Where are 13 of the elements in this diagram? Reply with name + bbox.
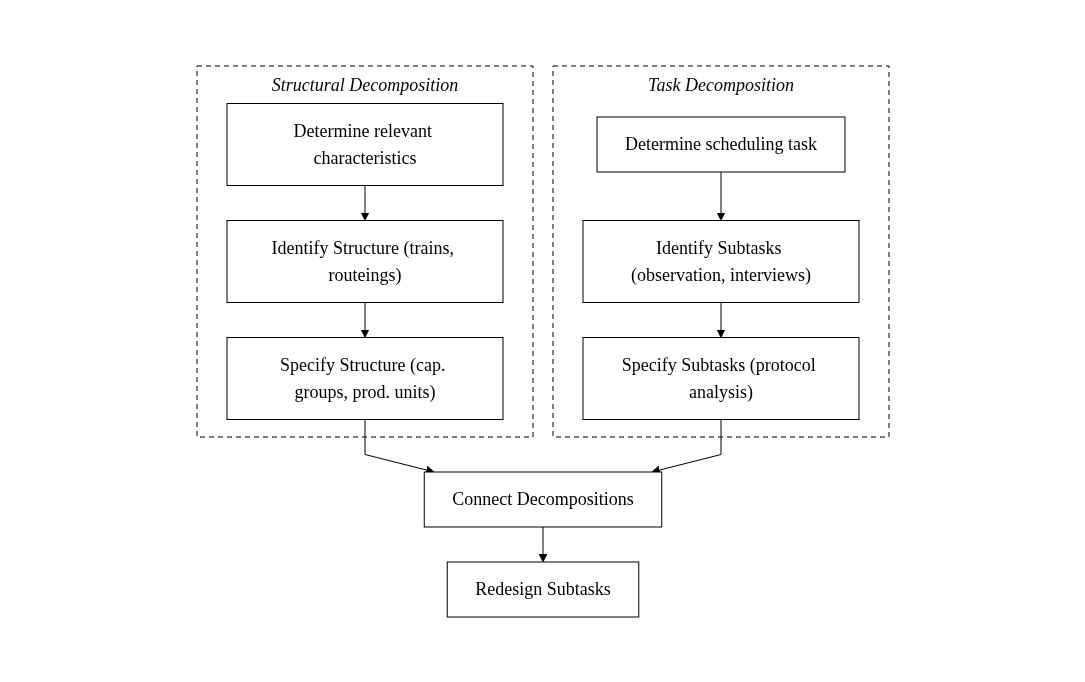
arrow bbox=[538, 526, 547, 562]
node-box: Connect Decompositions bbox=[423, 471, 662, 527]
node-box: Specify Subtasks (protocol analysis) bbox=[582, 336, 859, 420]
node-box: Specify Structure (cap. groups, prod. units) bbox=[226, 336, 503, 420]
node-box: Determine scheduling task bbox=[596, 116, 845, 172]
arrow bbox=[360, 301, 369, 338]
node-box: Determine relevant characteristics bbox=[226, 102, 503, 186]
node-box: Identify Structure (trains, routeings) bbox=[226, 219, 503, 303]
arrow bbox=[716, 301, 725, 338]
arrow bbox=[360, 184, 369, 221]
arrow bbox=[716, 171, 725, 221]
node-box: Redesign Subtasks bbox=[446, 561, 639, 617]
node-box: Identify Subtasks (observation, interviews) bbox=[582, 219, 859, 303]
